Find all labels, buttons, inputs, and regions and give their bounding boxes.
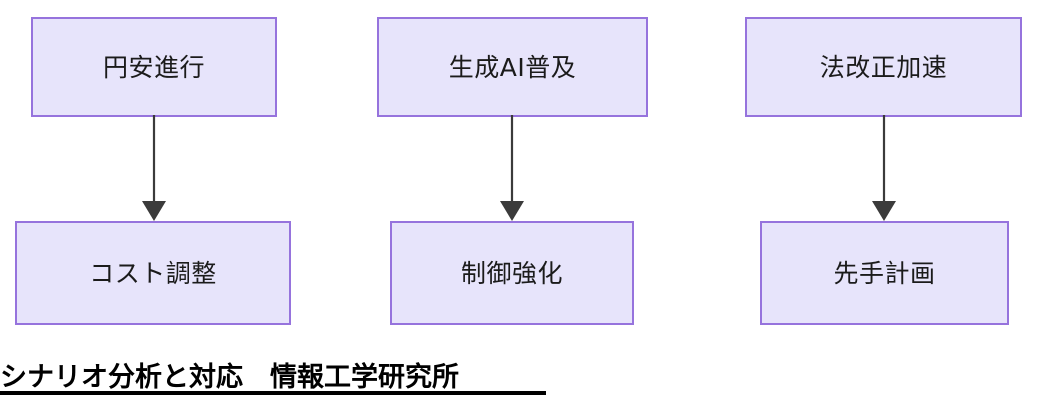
arrowhead-icon	[142, 201, 166, 221]
node-effect-1[interactable]: コスト調整	[15, 221, 291, 325]
node-cause-2[interactable]: 生成AI普及	[377, 17, 648, 117]
edge-cause-3-to-effect-3	[872, 115, 896, 221]
node-effect-3[interactable]: 先手計画	[760, 221, 1009, 325]
edge-cause-1-to-effect-1	[142, 115, 166, 221]
diagram-caption: シナリオ分析と対応 情報工学研究所	[0, 362, 459, 393]
caption-underline	[0, 391, 546, 395]
node-effect-2[interactable]: 制御強化	[390, 221, 634, 325]
node-label: 生成AI普及	[448, 52, 577, 82]
node-label: 円安進行	[102, 52, 205, 82]
arrowhead-icon	[872, 201, 896, 221]
node-cause-3[interactable]: 法改正加速	[745, 17, 1022, 117]
node-label: 法改正加速	[819, 52, 948, 82]
edge-cause-2-to-effect-2	[500, 115, 524, 221]
arrowhead-icon	[500, 201, 524, 221]
node-label: 先手計画	[833, 258, 936, 288]
node-label: 制御強化	[460, 258, 563, 288]
node-cause-1[interactable]: 円安進行	[31, 17, 277, 117]
node-label: コスト調整	[89, 258, 217, 288]
